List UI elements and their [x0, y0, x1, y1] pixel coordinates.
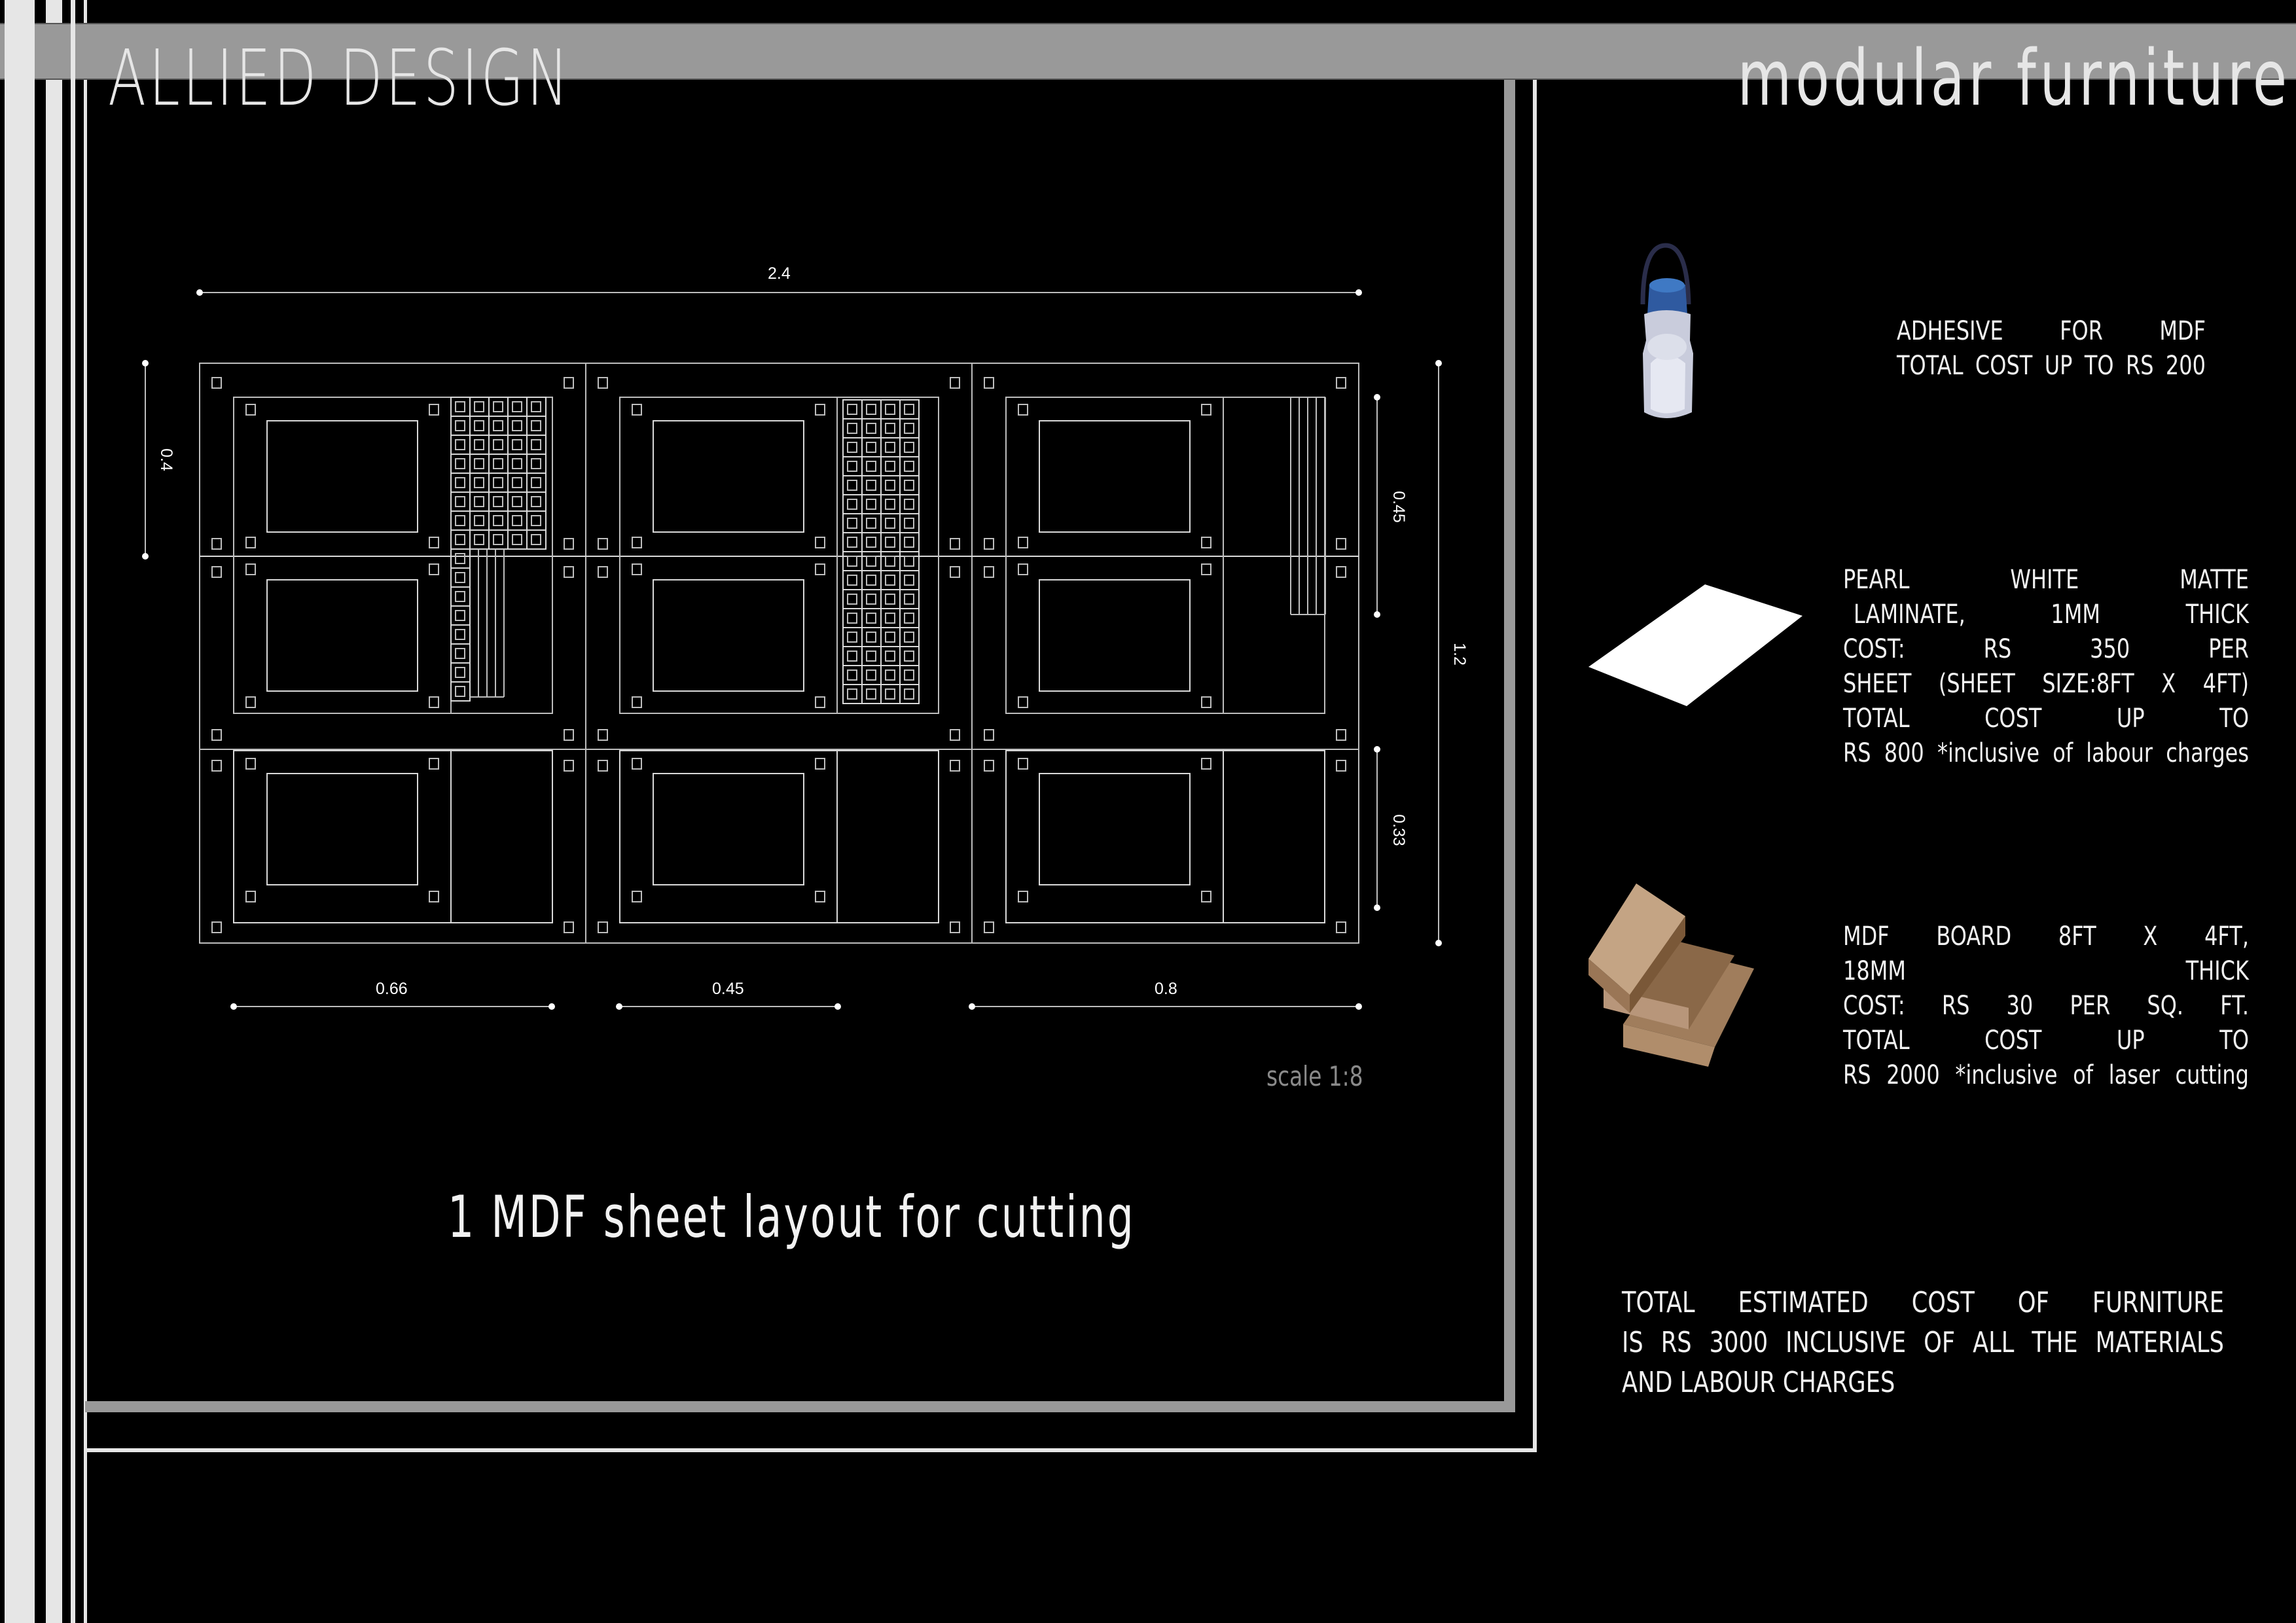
- summary-line: TOTAL ESTIMATED COST OF FURNITURE: [1622, 1286, 2224, 1319]
- left-stripe-overlay-2: [71, 23, 75, 80]
- subject-title: modular furniture: [1737, 33, 2291, 123]
- summary-line: IS RS 3000 INCLUSIVE OF ALL THE MATERIAL…: [1622, 1326, 2224, 1359]
- frame-white-bottom: [85, 1448, 1537, 1452]
- left-stripe-4: [84, 0, 87, 1623]
- spec-line: 18MM THICK: [1843, 956, 2249, 986]
- brand-title: ALLIED DESIGN: [108, 33, 571, 123]
- spec-line: RS 800 *inclusive of labour charges: [1843, 738, 2249, 768]
- scale-label: scale 1:8: [1266, 1060, 1363, 1092]
- adhesive-spec: ADHESIVE FOR MDF TOTAL COST UP TO RS 200: [1897, 314, 2206, 383]
- spec-line: RS 2000 *inclusive of laser cutting: [1843, 1060, 2249, 1090]
- spec-line: TOTAL COST UP TO: [1843, 704, 2249, 734]
- frame-white-right: [1533, 80, 1537, 1452]
- spec-line: SHEET (SHEET SIZE:8FT X 4FT): [1843, 669, 2249, 699]
- left-stripe-overlay: [5, 23, 35, 80]
- dim-right-upper: 0.45: [1389, 491, 1408, 523]
- spec-line: TOTAL COST UP TO RS 200: [1897, 351, 2206, 381]
- dim-overall-height: 1.2: [1450, 643, 1469, 666]
- left-stripe-3: [71, 0, 75, 1623]
- spec-line: LAMINATE, 1MM THICK: [1854, 599, 2249, 630]
- spec-line: ADHESIVE FOR MDF: [1897, 316, 2206, 346]
- glue-bottle-icon: [1640, 243, 1693, 418]
- mdf-spec: MDF BOARD 8FT X 4FT, 18MM THICK COST: RS…: [1843, 919, 2249, 1093]
- laminate-sheet-icon: [1588, 584, 1803, 706]
- spec-line: PEARL WHITE MATTE: [1843, 565, 2249, 595]
- dim-right-lower: 0.33: [1389, 814, 1408, 846]
- summary-line: AND LABOUR CHARGES: [1622, 1366, 1895, 1399]
- dim-bottom-2: 0.45: [712, 980, 744, 998]
- spec-line: TOTAL COST UP TO: [1843, 1026, 2249, 1056]
- frame-gray-bottom: [85, 1401, 1515, 1412]
- header-bar: [0, 23, 2296, 80]
- frame-gray-right: [1504, 80, 1515, 1412]
- spec-line: COST: RS 350 PER: [1843, 634, 2249, 664]
- total-cost-summary: TOTAL ESTIMATED COST OF FURNITURE IS RS …: [1622, 1283, 2224, 1402]
- mdf-boards-icon: [1588, 883, 1754, 1067]
- layout-caption: 1 MDF sheet layout for cutting: [448, 1183, 1136, 1251]
- spec-line: COST: RS 30 PER SQ. FT.: [1843, 991, 2249, 1021]
- laminate-spec: PEARL WHITE MATTE LAMINATE, 1MM THICK CO…: [1843, 563, 2249, 771]
- spec-line: MDF BOARD 8FT X 4FT,: [1843, 921, 2249, 952]
- dim-overall-width: 2.4: [768, 264, 791, 283]
- dim-bottom-1: 0.66: [376, 980, 408, 998]
- left-stripe-2: [46, 0, 62, 1623]
- left-stripe-1: [5, 0, 35, 1623]
- sheet-outline: [199, 363, 1359, 944]
- dim-left-row: 0.4: [156, 448, 175, 471]
- dim-bottom-3: 0.8: [1155, 980, 1177, 998]
